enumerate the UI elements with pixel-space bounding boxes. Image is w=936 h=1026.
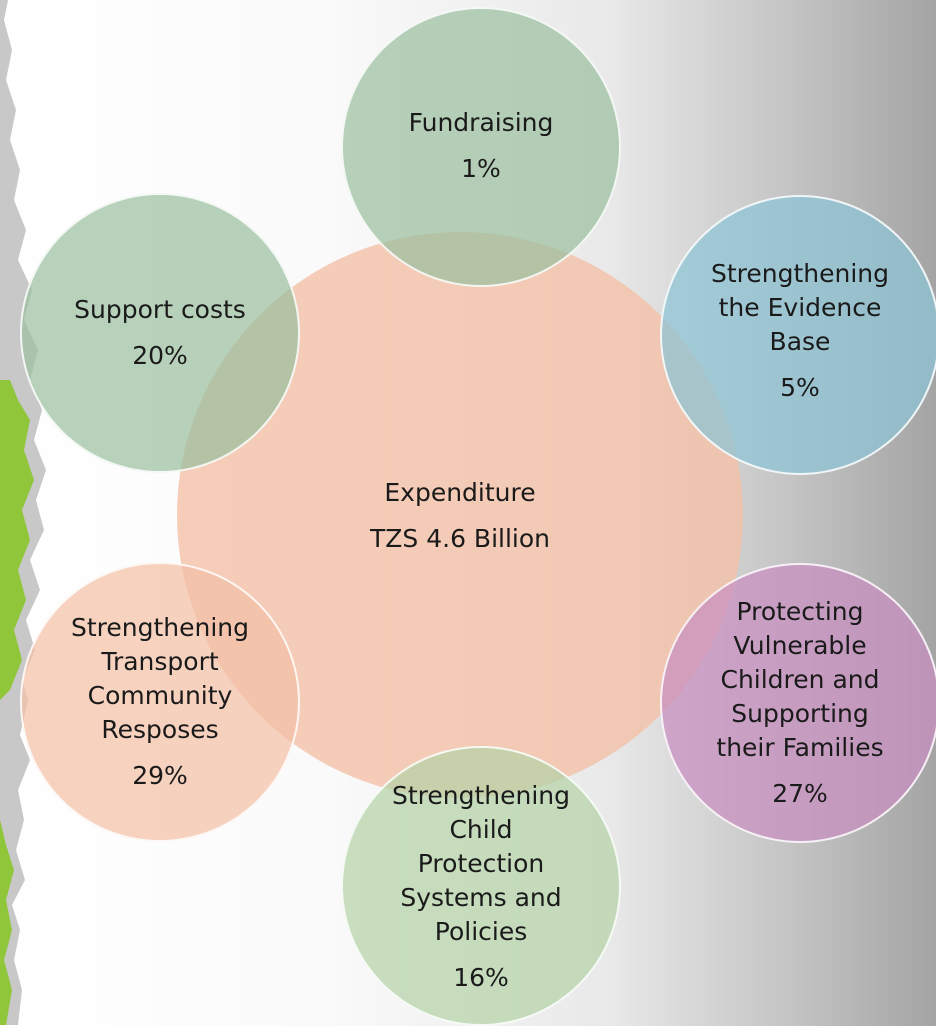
percent-value: 27% [772,779,828,808]
label-line: Strengthening [710,259,890,288]
label-line: the Evidence [718,293,882,322]
label-line: Strengthening [70,613,250,642]
percent-value: 29% [132,761,188,790]
percent-value: 1% [461,154,501,183]
label-line: Transport [101,647,219,676]
label-line: Children and [720,665,880,694]
circle-support-costs [20,193,300,473]
percent-value: 5% [780,373,820,402]
label-support-costs: Support costs 20% [74,293,246,373]
percent-value: 16% [453,963,509,992]
label-line: their Families [716,733,884,762]
label-line: Protecting [736,597,864,626]
label-line: Resposes [101,715,219,744]
label-line: Support costs [74,295,246,324]
label-line: Community [87,681,233,710]
percent-value: 20% [132,341,188,370]
label-line: Base [769,327,831,356]
label-line: Child [449,815,513,844]
circle-protecting-children [660,563,936,843]
circle-community-responses [20,562,300,842]
label-line: Supporting [731,699,869,728]
torn-paper-edge-decoration [0,0,46,1025]
label-line: Fundraising [408,108,554,137]
label-line: Policies [434,917,528,946]
label-line: Systems and [400,883,562,912]
label-line: Vulnerable [733,631,867,660]
center-title: Expenditure [384,478,536,507]
label-line: Protection [417,849,545,878]
circle-evidence-base [660,195,936,475]
label-line: Strengthening [391,781,571,810]
label-fundraising: Fundraising 1% [409,106,554,186]
center-total: TZS 4.6 Billion [370,524,550,553]
circle-fundraising [341,7,621,287]
circle-child-protection-systems [341,746,621,1026]
